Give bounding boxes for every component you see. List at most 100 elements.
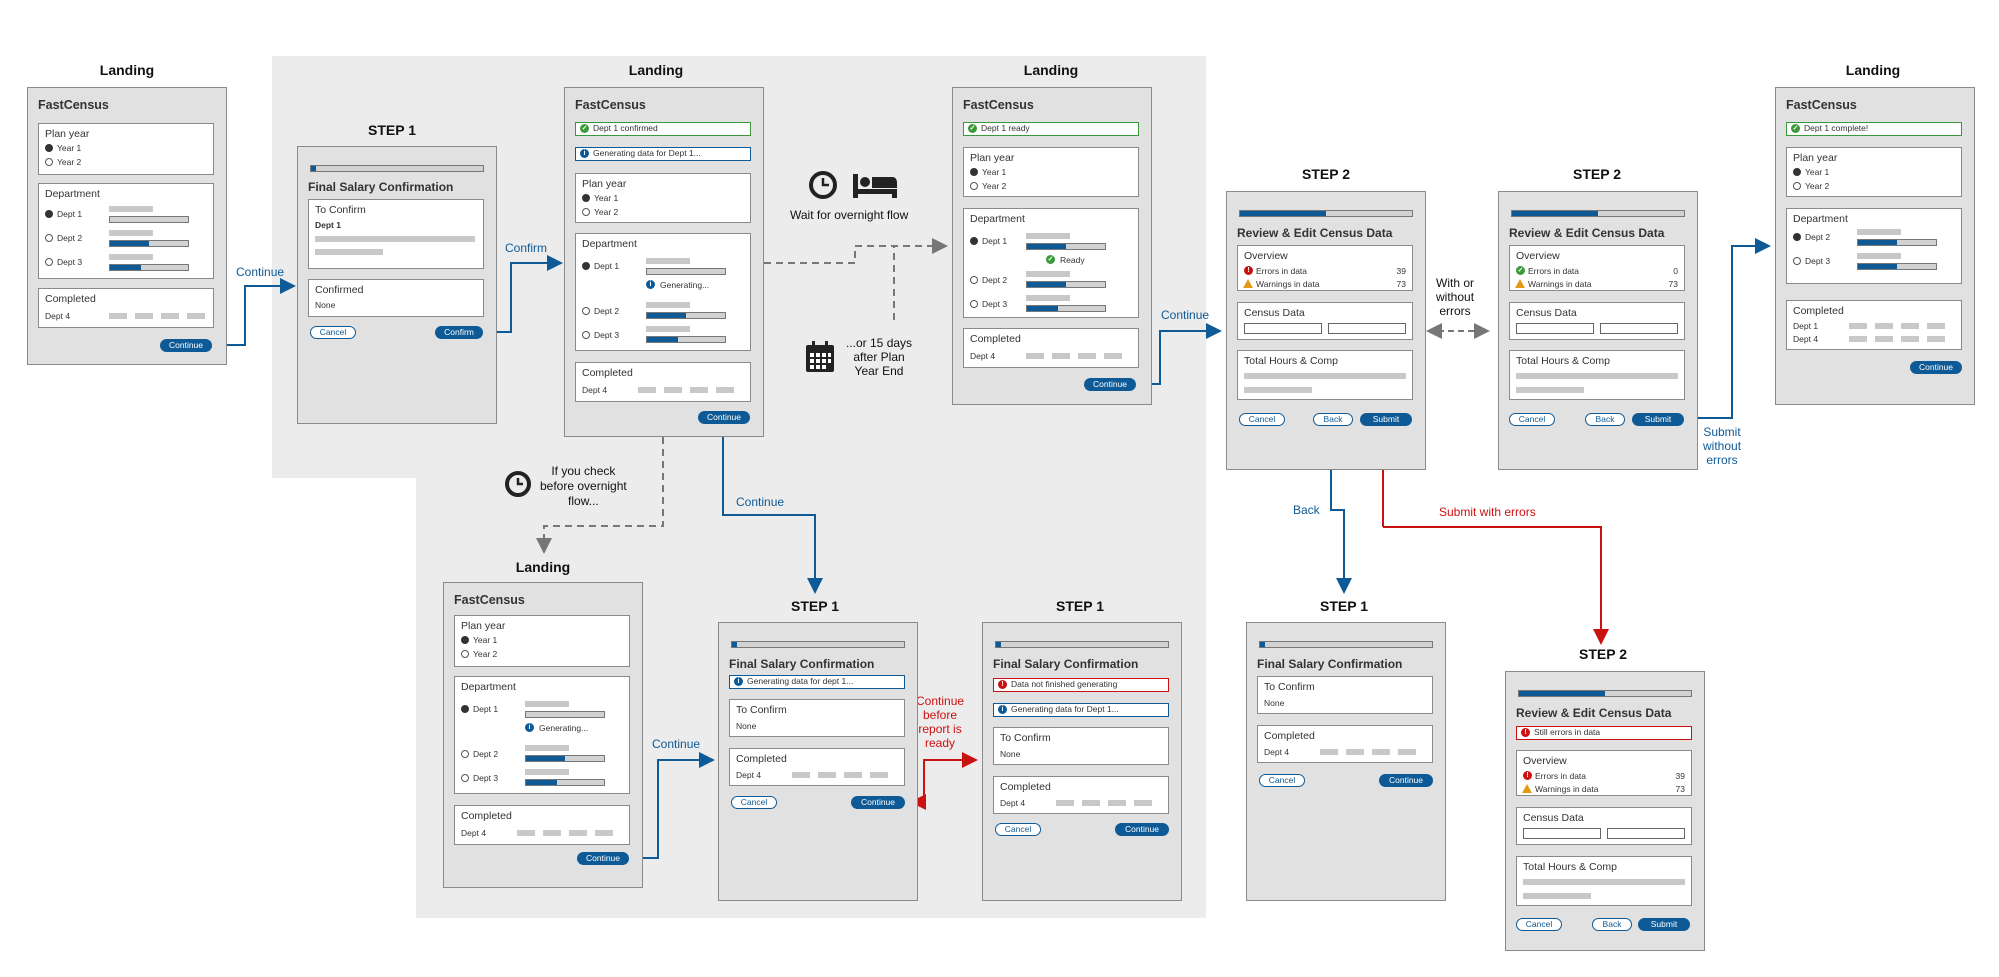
continue-button[interactable]: Continue	[577, 852, 629, 865]
radio-dept-2[interactable]	[45, 234, 53, 242]
continue-button[interactable]: Continue	[160, 339, 212, 352]
radio-year-1[interactable]	[970, 168, 978, 176]
back-button[interactable]: Back	[1592, 918, 1632, 931]
submit-button[interactable]: Submit	[1632, 413, 1684, 426]
back-button[interactable]: Back	[1585, 413, 1625, 426]
error-icon: !	[1523, 771, 1532, 780]
radio-year-2[interactable]	[461, 650, 469, 658]
radio-dept-2[interactable]	[461, 750, 469, 758]
annotation-wait-overnight: Wait for overnight flow	[790, 208, 909, 222]
radio-label: Year 1	[594, 193, 619, 203]
continue-button[interactable]: Continue	[1379, 774, 1433, 787]
radio-year-1[interactable]	[582, 194, 590, 202]
radio-dept-1[interactable]	[45, 210, 53, 218]
census-field-2[interactable]	[1328, 323, 1406, 334]
progress-bar	[109, 264, 189, 271]
to-confirm-card: To Confirm Dept 1	[308, 199, 484, 269]
placeholder-bar	[525, 769, 569, 775]
continue-button[interactable]: Continue	[851, 796, 905, 809]
screen-label: Landing	[99, 62, 155, 78]
radio-year-2[interactable]	[1793, 182, 1801, 190]
census-field-1[interactable]	[1516, 323, 1594, 334]
card-title: Census Data	[1516, 307, 1577, 319]
radio-dept-3[interactable]	[1793, 257, 1801, 265]
placeholder-bar	[638, 387, 656, 393]
census-field-2[interactable]	[1600, 323, 1678, 334]
radio-year-1[interactable]	[1793, 168, 1801, 176]
placeholder-bar	[109, 206, 153, 212]
annotation-continue-4: Continue	[652, 737, 701, 751]
app-title: FastCensus	[963, 98, 1034, 112]
cancel-button[interactable]: Cancel	[1509, 413, 1555, 426]
radio-year-2[interactable]	[582, 208, 590, 216]
progress-bar	[109, 216, 189, 223]
radio-year-1[interactable]	[45, 144, 53, 152]
radio-dept-2[interactable]	[970, 276, 978, 284]
radio-dept-3[interactable]	[45, 258, 53, 266]
radio-dept-3[interactable]	[461, 774, 469, 782]
annotation-if-check: If you check before overnight flow...	[540, 464, 627, 508]
radio-year-1[interactable]	[461, 636, 469, 644]
clock-icon	[504, 470, 532, 498]
screen-label: STEP 2	[1573, 166, 1621, 182]
department-card: Department Dept 1 i Generating... Dept 2…	[454, 676, 630, 794]
radio-dept-3[interactable]	[582, 331, 590, 339]
radio-dept-1[interactable]	[461, 705, 469, 713]
continue-button[interactable]: Continue	[1115, 823, 1169, 836]
radio-dept-1[interactable]	[582, 262, 590, 270]
radio-dept-3[interactable]	[970, 300, 978, 308]
department-card: Department Dept 1 Dept 2 Dept 3	[38, 183, 214, 279]
submit-button[interactable]: Submit	[1360, 413, 1412, 426]
warnings-label: Warnings in data	[1535, 784, 1599, 794]
cancel-button[interactable]: Cancel	[995, 823, 1041, 836]
census-field-1[interactable]	[1244, 323, 1322, 334]
arrow-step1-confirm	[489, 255, 563, 333]
completed-card: Completed Dept 4	[1257, 725, 1433, 763]
to-confirm-card: To Confirm None	[729, 699, 905, 737]
card-title: Total Hours & Comp	[1244, 355, 1338, 367]
value-text: None	[315, 300, 336, 310]
screen-label: STEP 1	[791, 598, 839, 614]
continue-button[interactable]: Continue	[1084, 378, 1136, 391]
radio-dept-1[interactable]	[970, 237, 978, 245]
department-card: Department Dept 1 ✓ Ready Dept 2 Dept 3	[963, 208, 1139, 318]
progress-bar	[646, 268, 726, 275]
progress-bar	[525, 755, 605, 762]
placeholder-bar	[1523, 893, 1591, 899]
continue-button[interactable]: Continue	[1910, 361, 1962, 374]
radio-year-2[interactable]	[970, 182, 978, 190]
placeholder-bar	[690, 387, 708, 393]
census-field-2[interactable]	[1607, 828, 1685, 839]
cancel-button[interactable]: Cancel	[1239, 413, 1285, 426]
card-title: Completed	[736, 753, 787, 765]
card-title: Completed	[1000, 781, 1051, 793]
back-button[interactable]: Back	[1313, 413, 1353, 426]
continue-button[interactable]: Continue	[698, 411, 750, 424]
step2-screen-errors: Review & Edit Census Data Overview ! Err…	[1226, 191, 1426, 470]
cancel-button[interactable]: Cancel	[1516, 918, 1562, 931]
progress-bar	[1857, 263, 1937, 270]
screen-title: Final Salary Confirmation	[308, 180, 454, 194]
cancel-button[interactable]: Cancel	[310, 326, 356, 339]
cancel-button[interactable]: Cancel	[731, 796, 777, 809]
step1-screen-back: Final Salary Confirmation To Confirm Non…	[1246, 622, 1446, 901]
radio-dept-2[interactable]	[1793, 233, 1801, 241]
radio-dept-2[interactable]	[582, 307, 590, 315]
cancel-button[interactable]: Cancel	[1259, 774, 1305, 787]
radio-year-2[interactable]	[45, 158, 53, 166]
card-title: Completed	[1793, 305, 1844, 317]
warnings-count: 73	[1675, 784, 1685, 794]
census-field-1[interactable]	[1523, 828, 1601, 839]
app-title: FastCensus	[38, 98, 109, 112]
submit-button[interactable]: Submit	[1638, 918, 1690, 931]
warnings-label: Warnings in data	[1256, 279, 1320, 289]
annotation-confirm: Confirm	[505, 241, 548, 255]
placeholder-bar	[109, 254, 153, 260]
card-title: Overview	[1523, 755, 1567, 767]
card-title: Department	[970, 213, 1025, 225]
dept-label: Dept 4	[1793, 334, 1819, 344]
error-icon: !	[1244, 266, 1253, 275]
info-icon: i	[525, 723, 534, 732]
confirm-button[interactable]: Confirm	[435, 326, 483, 339]
